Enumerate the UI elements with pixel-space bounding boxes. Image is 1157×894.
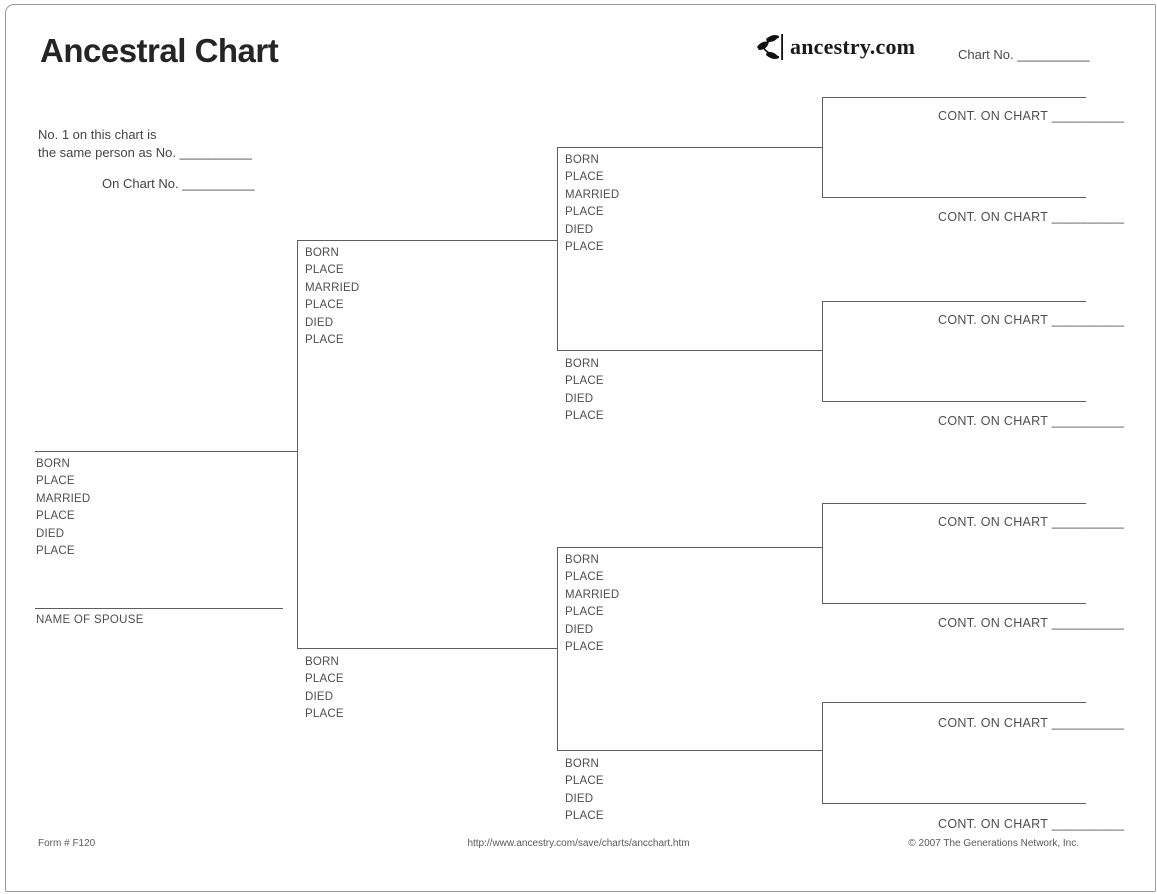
field-label-born: BORN	[565, 554, 600, 566]
field-label-married: MARRIED	[565, 588, 620, 601]
ggparent2-name-line	[822, 197, 1086, 198]
grandmother2-fields: BORN PLACE DIED PLACE	[565, 756, 604, 826]
gen4-connector4-line	[822, 702, 823, 804]
field-label-place: PLACE	[305, 299, 344, 312]
cont-on-chart-label-5: CONT. ON CHART __________	[938, 515, 1125, 529]
field-label-died: DIED	[565, 223, 594, 236]
chart-note-line2: the same person as No. __________	[38, 144, 252, 160]
grandfather1-fields: BORN PLACE MARRIED PLACE DIED PLACE	[565, 152, 619, 256]
field-label-died: DIED	[565, 392, 594, 405]
field-label-place: PLACE	[305, 334, 344, 347]
field-label-place: PLACE	[565, 571, 604, 584]
cont-on-chart-label-4: CONT. ON CHART __________	[938, 414, 1125, 428]
chart-note: No. 1 on this chart is the same person a…	[38, 126, 252, 161]
ancestry-leaves-icon	[753, 30, 787, 64]
field-label-place: PLACE	[565, 606, 604, 619]
field-label-place: PLACE	[565, 810, 604, 823]
field-label-place: PLACE	[305, 264, 344, 277]
cont-on-chart-label-7: CONT. ON CHART __________	[938, 716, 1125, 730]
field-label-place: PLACE	[565, 206, 604, 219]
field-label-spouse: NAME OF SPOUSE	[36, 614, 144, 626]
field-label-died: DIED	[305, 316, 334, 329]
field-label-place: PLACE	[565, 410, 604, 423]
field-label-died: DIED	[36, 527, 65, 540]
copyright-text: © 2007 The Generations Network, Inc.	[908, 838, 1079, 849]
ggparent6-name-line	[822, 603, 1086, 604]
mother-fields: BORN PLACE DIED PLACE	[305, 654, 344, 724]
field-label-place: PLACE	[305, 708, 344, 721]
gen2-connector-line	[297, 240, 298, 649]
cont-on-chart-label-6: CONT. ON CHART __________	[938, 616, 1125, 630]
field-label-place: PLACE	[565, 241, 604, 254]
ggparent1-name-line	[822, 97, 1086, 98]
field-label-died: DIED	[305, 690, 334, 703]
field-label-place: PLACE	[305, 673, 344, 686]
ggparent4-name-line	[822, 401, 1086, 402]
field-label-died: DIED	[565, 623, 594, 636]
field-label-married: MARRIED	[565, 188, 620, 201]
ancestry-logo: ancestry.com	[753, 30, 915, 64]
gen4-connector1-line	[822, 97, 823, 198]
person1-name-line	[35, 451, 297, 452]
cont-on-chart-label-8: CONT. ON CHART __________	[938, 817, 1125, 831]
chart-note-line3: On Chart No. __________	[102, 176, 255, 191]
grandfather2-fields: BORN PLACE MARRIED PLACE DIED PLACE	[565, 552, 619, 656]
grandfather2-name-line	[557, 547, 823, 548]
field-label-born: BORN	[565, 758, 600, 770]
field-label-place: PLACE	[36, 475, 75, 488]
field-label-place: PLACE	[36, 545, 75, 558]
page-title: Ancestral Chart	[40, 32, 279, 69]
form-number: Form # F120	[38, 838, 96, 849]
cont-on-chart-label-2: CONT. ON CHART __________	[938, 210, 1125, 224]
mother-name-line	[297, 648, 558, 649]
field-label-born: BORN	[305, 656, 340, 668]
field-label-place: PLACE	[565, 375, 604, 388]
field-label-born: BORN	[36, 458, 71, 470]
gen3-bottom-connector-line	[557, 547, 558, 751]
ggparent7-name-line	[822, 702, 1086, 703]
field-label-born: BORN	[565, 154, 600, 166]
chart-note-line1: No. 1 on this chart is	[38, 127, 157, 142]
gen4-connector2-line	[822, 301, 823, 402]
gen3-top-connector-line	[557, 147, 558, 351]
cont-on-chart-label-3: CONT. ON CHART __________	[938, 313, 1125, 327]
ggparent8-name-line	[822, 803, 1086, 804]
field-label-born: BORN	[565, 358, 600, 370]
ancestry-brand-text: ancestry.com	[790, 34, 916, 59]
cont-on-chart-label-1: CONT. ON CHART __________	[938, 109, 1125, 123]
spouse-name-line	[35, 608, 283, 609]
field-label-place: PLACE	[565, 641, 604, 654]
grandmother2-name-line	[557, 750, 823, 751]
grandmother1-fields: BORN PLACE DIED PLACE	[565, 356, 604, 426]
field-label-place: PLACE	[565, 171, 604, 184]
field-label-married: MARRIED	[36, 492, 91, 505]
father-fields: BORN PLACE MARRIED PLACE DIED PLACE	[305, 245, 359, 349]
ggparent5-name-line	[822, 503, 1086, 504]
chart-no-blank: Chart No. __________	[958, 47, 1090, 62]
grandmother1-name-line	[557, 350, 823, 351]
gen4-connector3-line	[822, 503, 823, 604]
field-label-place: PLACE	[565, 775, 604, 788]
person1-fields: BORN PLACE MARRIED PLACE DIED PLACE	[36, 456, 90, 560]
ggparent3-name-line	[822, 301, 1086, 302]
field-label-place: PLACE	[36, 510, 75, 523]
field-label-married: MARRIED	[305, 281, 360, 294]
father-name-line	[297, 240, 558, 241]
source-url: http://www.ancestry.com/save/charts/ancc…	[467, 838, 690, 849]
field-label-died: DIED	[565, 792, 594, 805]
grandfather1-name-line	[557, 147, 823, 148]
field-label-born: BORN	[305, 247, 340, 259]
